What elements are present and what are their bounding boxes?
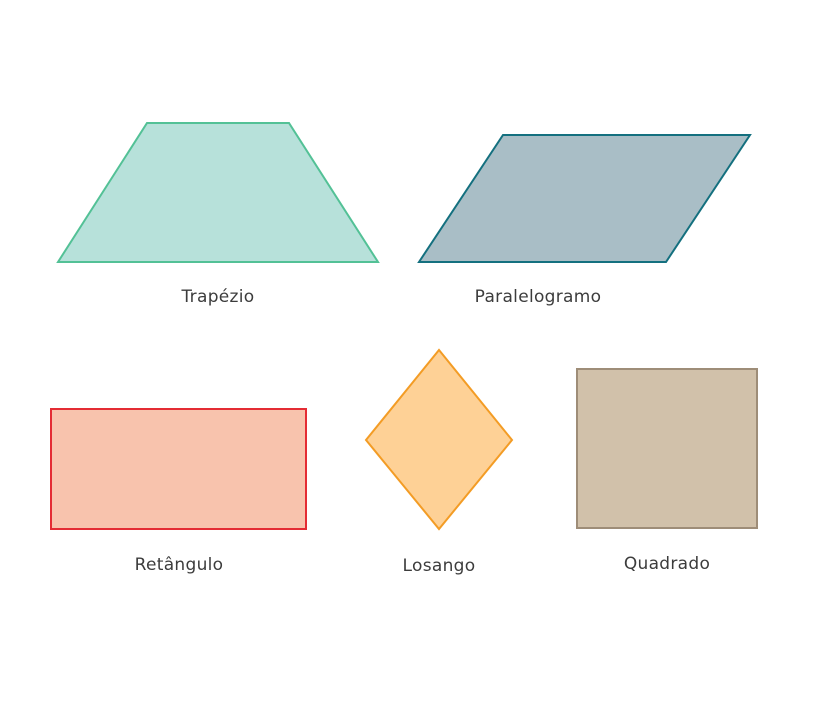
parallelogram-shape — [417, 134, 752, 263]
rhombus-shape — [364, 348, 514, 531]
trapezoid-shape — [56, 122, 380, 263]
rectangle-shape — [50, 408, 307, 530]
rectangle-label: Retângulo — [134, 555, 224, 575]
trapezoid-label: Trapézio — [181, 287, 255, 307]
parallelogram-label: Paralelogramo — [474, 287, 602, 307]
rhombus-label: Losango — [402, 556, 476, 576]
square-label: Quadrado — [623, 554, 711, 574]
square-shape — [576, 368, 758, 529]
